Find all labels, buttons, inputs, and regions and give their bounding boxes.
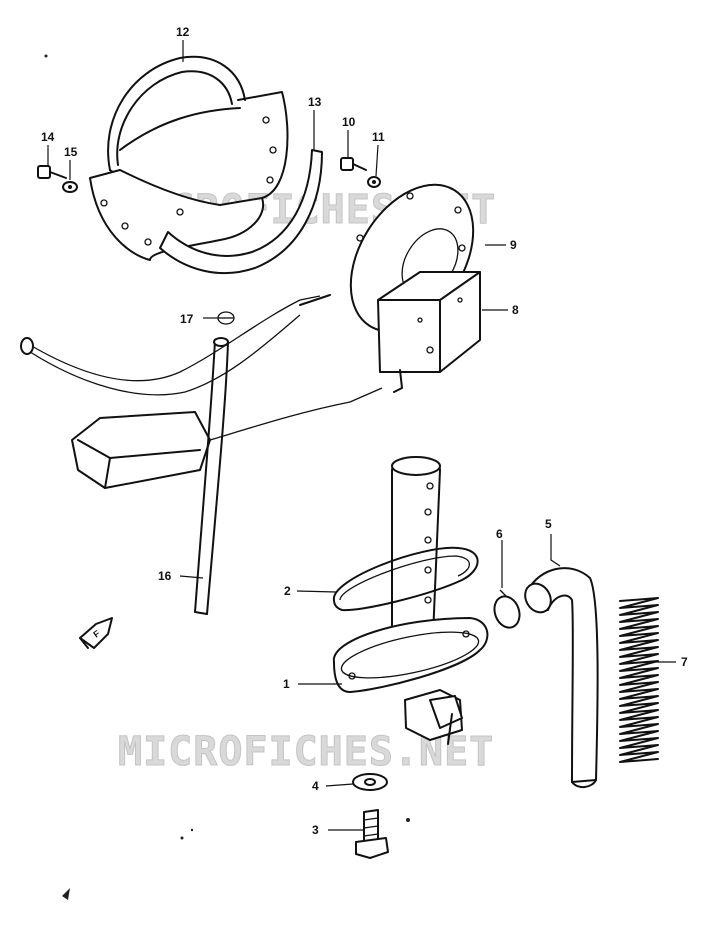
part-3-screw: [355, 809, 389, 859]
part-11-washer: [367, 176, 381, 188]
front-marker-label: F: [91, 628, 102, 640]
part-15-washer: [62, 181, 78, 193]
part-8-float: [71, 411, 211, 489]
callout-8: 8: [512, 303, 519, 317]
part-1-fuel-cock: [332, 456, 489, 745]
callout-11: 11: [372, 130, 385, 144]
callout-15: 15: [64, 145, 78, 159]
part-13-cushion: [159, 149, 323, 275]
callout-6: 6: [496, 527, 503, 541]
callout-10: 10: [342, 115, 356, 129]
part-8-float-arm: [20, 294, 383, 451]
callout-17: 17: [180, 312, 194, 326]
part-5-hose: [524, 567, 599, 788]
callout-7: 7: [681, 655, 688, 669]
callout-numbers: 12 13 14 15 10 11 9 8 17 16 2 1 4 3 5 6 …: [41, 25, 688, 837]
callout-14: 14: [41, 130, 55, 144]
callout-5: 5: [545, 517, 552, 531]
callout-12: 12: [176, 25, 190, 39]
front-arrow-icon: F: [79, 617, 113, 649]
part-14-bolt: [37, 165, 67, 179]
callout-9: 9: [510, 238, 517, 252]
callout-3: 3: [312, 823, 319, 837]
part-6-clamp: [493, 589, 521, 629]
part-10-bolt: [340, 157, 367, 171]
callout-2: 2: [284, 584, 291, 598]
part-17-clip: [217, 311, 235, 325]
callout-16: 16: [158, 569, 172, 583]
scan-specks: [44, 54, 410, 900]
part-16-hose: [194, 337, 229, 615]
callout-13: 13: [308, 95, 322, 109]
part-7-spring: [619, 597, 659, 763]
part-2-o-ring: [332, 546, 479, 612]
callout-1: 1: [283, 677, 290, 691]
part-4-washer: [352, 773, 388, 791]
callout-leaders: [47, 40, 676, 831]
callout-4: 4: [312, 779, 319, 793]
part-8-fuel-sender: [377, 271, 481, 393]
part-12-tank-band: [89, 55, 289, 261]
